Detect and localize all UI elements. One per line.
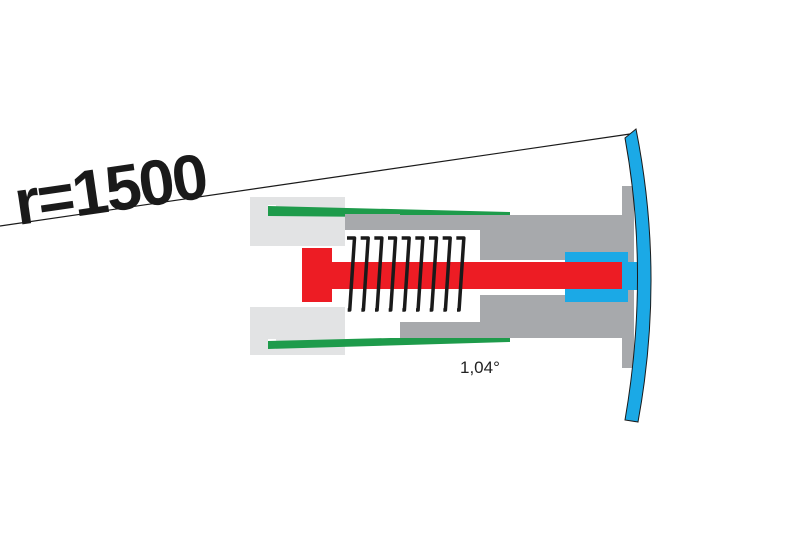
spring-chamber-lower-step [345,307,400,338]
spring-coil [415,236,425,312]
inner-sleeve-upper [345,214,632,260]
spring-coil [388,236,398,312]
spring-coil [401,236,411,312]
spring-coil [374,236,384,312]
angle-label: 1,04° [460,358,500,377]
spring-coil [347,236,357,312]
spring-coil [456,236,466,312]
curved-plate [624,128,652,423]
green-guide-bottom [268,335,510,349]
radius-label: r=1500 [10,140,211,239]
spring-coil [442,236,452,312]
blue-coupler [565,252,640,302]
spring-coil [429,236,439,312]
outer-housing-upper [250,197,345,246]
spring-coil [360,236,370,312]
plunger-head [302,248,332,302]
plunger-rod [332,262,622,289]
radius-line [0,133,631,227]
compression-spring [347,236,466,312]
inner-sleeve-lower [345,295,632,338]
